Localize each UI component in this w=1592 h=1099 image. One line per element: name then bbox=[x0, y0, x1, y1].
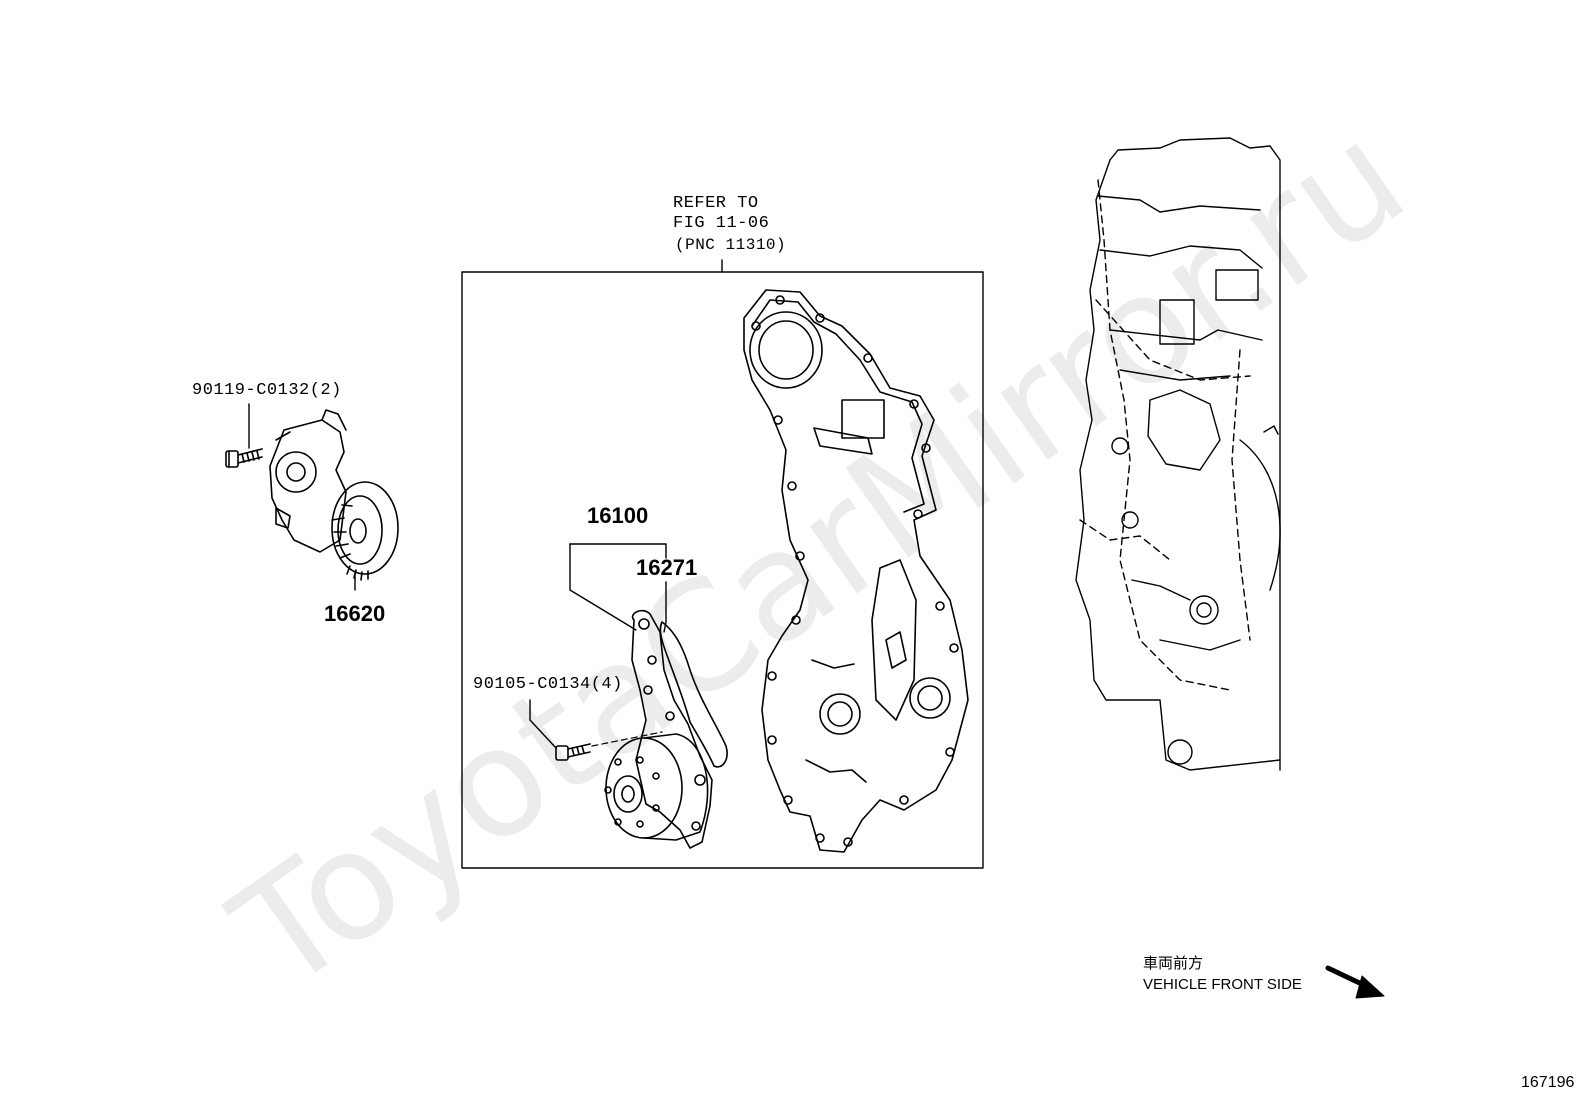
gasket-drawing bbox=[659, 621, 728, 768]
refer-note-line3: (PNC 11310) bbox=[675, 236, 787, 254]
pump-bolt-drawing bbox=[555, 731, 663, 761]
vehicle-front-arrow-icon bbox=[1325, 965, 1385, 999]
part-label-tensioner[interactable]: 16620 bbox=[324, 601, 386, 626]
water-pump-leader-group bbox=[569, 543, 667, 633]
part-label-gasket[interactable]: 16271 bbox=[636, 555, 698, 580]
part-label-bolt-tensioner[interactable]: 90119-C0132(2) bbox=[192, 381, 342, 400]
vehicle-front-japanese: 車両前方 bbox=[1143, 955, 1204, 972]
water-pump-drawing bbox=[604, 609, 713, 849]
engine-block-dashed-cover bbox=[1079, 179, 1251, 691]
vehicle-front-english: VEHICLE FRONT SIDE bbox=[1143, 976, 1302, 993]
engine-block-drawing bbox=[1075, 137, 1281, 771]
part-label-water-pump[interactable]: 16100 bbox=[587, 503, 649, 528]
timing-cover-drawing bbox=[743, 289, 969, 853]
figure-id: 167196 bbox=[1521, 1074, 1575, 1091]
tensioner-bolt-drawing bbox=[225, 448, 263, 468]
refer-note-line1: REFER TO bbox=[673, 194, 759, 213]
belt-tensioner-drawing bbox=[225, 409, 399, 591]
bolt-pump-leader bbox=[529, 699, 557, 749]
part-label-bolt-pump[interactable]: 90105-C0134(4) bbox=[473, 675, 623, 694]
refer-note-line2: FIG 11-06 bbox=[673, 214, 770, 233]
